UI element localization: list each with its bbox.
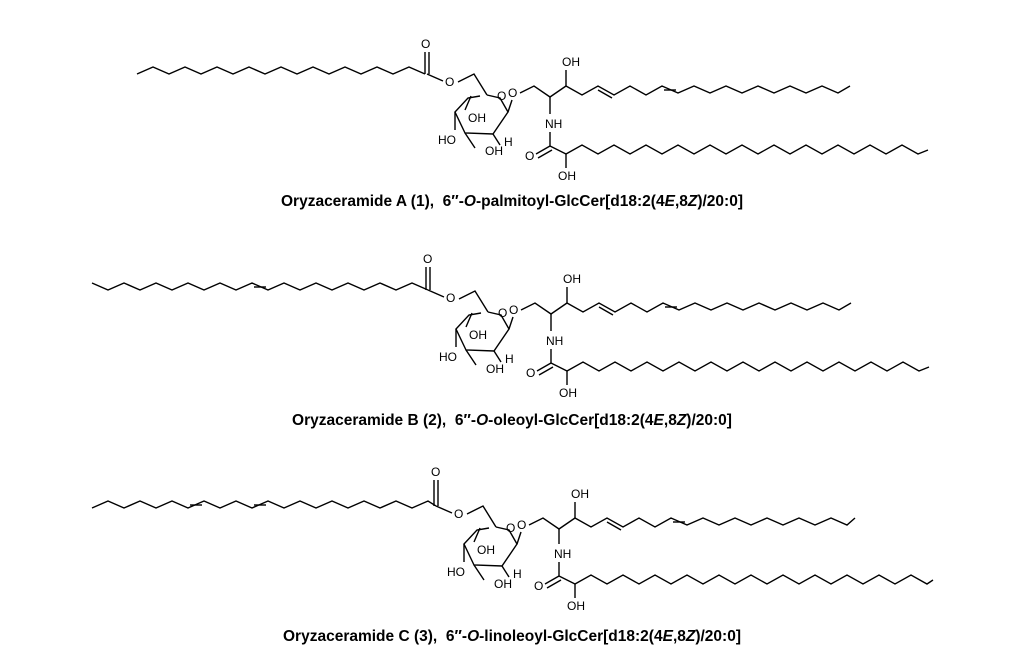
nh-label: NH [554,547,571,561]
glucose-ring-2 [455,311,510,352]
ring-oxygen-label: O [498,306,507,320]
oh-label: OH [562,55,580,69]
caption-tail: )/20:0] [697,193,743,210]
caption-z-italic: Z [687,193,698,210]
oh-label: OH [468,111,486,125]
oh-label: OH [558,169,576,183]
glucose-ring-3 [463,526,518,567]
glycosidic-oxygen-label: O [509,303,518,317]
caption-prefix: 6″- [442,193,464,210]
structure-panel-3: O O O OH HO OH H O OH NH O OH Oryzaceram… [0,440,1024,663]
glucose-ring-1 [454,94,509,135]
caption-e-italic: E [662,628,673,645]
ester-oxygen-label: O [446,291,455,305]
oh-label: OH [571,487,589,501]
caption-acyl: -linoleoyl-GlcCer[d18:2(4 [479,628,663,645]
structure-panel-1: O O O OH HO OH H O OH NH O OH Oryzaceram… [0,0,1024,215]
ho-label: HO [439,350,457,364]
nh-label: NH [545,117,562,131]
caption-z-italic: Z [676,412,687,429]
structure-1-drawing: O O O OH HO OH H O OH NH O OH [136,37,929,183]
sphingoid-chain-2 [566,302,852,313]
compound-name: Oryzaceramide B (2), [292,412,447,429]
structure-panel-2: O O O OH HO OH H O OH NH O OH Oryzaceram… [0,215,1024,440]
acyl-chain-3 [91,500,437,509]
nh-label: NH [546,334,563,348]
compound-name: Oryzaceramide A (1), [280,193,435,210]
caption-e-italic: E [653,412,664,429]
compound-name: Oryzaceramide C (3), [283,628,438,645]
caption-o-italic: O [463,193,476,210]
ring-oxygen-label: O [497,89,506,103]
oh-label: OH [494,577,512,591]
caption-comma8: ,8 [674,193,688,210]
carbonyl-oxygen-label: O [526,366,535,380]
structure-2-drawing: O O O OH HO OH H O OH NH O OH [91,252,930,400]
caption-z-italic: Z [685,628,696,645]
ho-label: HO [447,565,465,579]
caption-comma8: ,8 [663,412,677,429]
ester-oxygen-label: O [445,75,454,89]
hydrogen-label: H [513,567,522,581]
oh-label: OH [486,362,504,376]
fatty-acid-chain-3 [574,574,934,585]
carbonyl-oxygen-label: O [421,37,430,51]
carbonyl-oxygen-label: O [534,579,543,593]
sphingoid-chain-3 [574,517,856,528]
glycosidic-oxygen-label: O [508,86,517,100]
caption-prefix: 6″- [445,628,468,645]
ring-oxygen-label: O [506,521,515,535]
hydrogen-label: H [505,352,514,366]
glycosidic-oxygen-label: O [517,518,526,532]
ester-oxygen-label: O [454,507,463,521]
ho-label: HO [438,133,456,147]
caption-prefix: 6″- [454,412,477,429]
oh-label: OH [469,328,487,342]
caption-tail: )/20:0] [695,628,741,645]
caption-e-italic: E [664,193,675,210]
compound-caption-1: Oryzaceramide A (1), 6″-O-palmitoyl-GlcC… [0,193,1024,211]
fatty-acid-chain-1 [565,144,929,155]
structure-3-drawing: O O O OH HO OH H O OH NH O OH [91,465,934,613]
caption-tail: )/20:0] [686,412,732,429]
caption-acyl: -palmitoyl-GlcCer[d18:2(4 [475,193,665,210]
hydrogen-label: H [504,135,513,149]
sphingoid-chain-1 [565,85,851,96]
caption-o-italic: O [476,412,489,429]
carbonyl-oxygen-label: O [431,465,440,479]
caption-acyl: -oleoyl-GlcCer[d18:2(4 [488,412,654,429]
oh-label: OH [485,144,503,158]
caption-comma8: ,8 [672,628,686,645]
oh-label: OH [559,386,577,400]
compound-caption-3: Oryzaceramide C (3), 6″-O-linoleoyl-GlcC… [0,628,1024,646]
acyl-chain-1 [136,66,426,75]
oh-label: OH [477,543,495,557]
oh-label: OH [563,272,581,286]
carbonyl-oxygen-label: O [423,252,432,266]
carbonyl-oxygen-label: O [525,149,534,163]
caption-o-italic: O [467,628,480,645]
oh-label: OH [567,599,585,613]
compound-caption-2: Oryzaceramide B (2), 6″-O-oleoyl-GlcCer[… [0,412,1024,430]
fatty-acid-chain-2 [566,361,930,372]
